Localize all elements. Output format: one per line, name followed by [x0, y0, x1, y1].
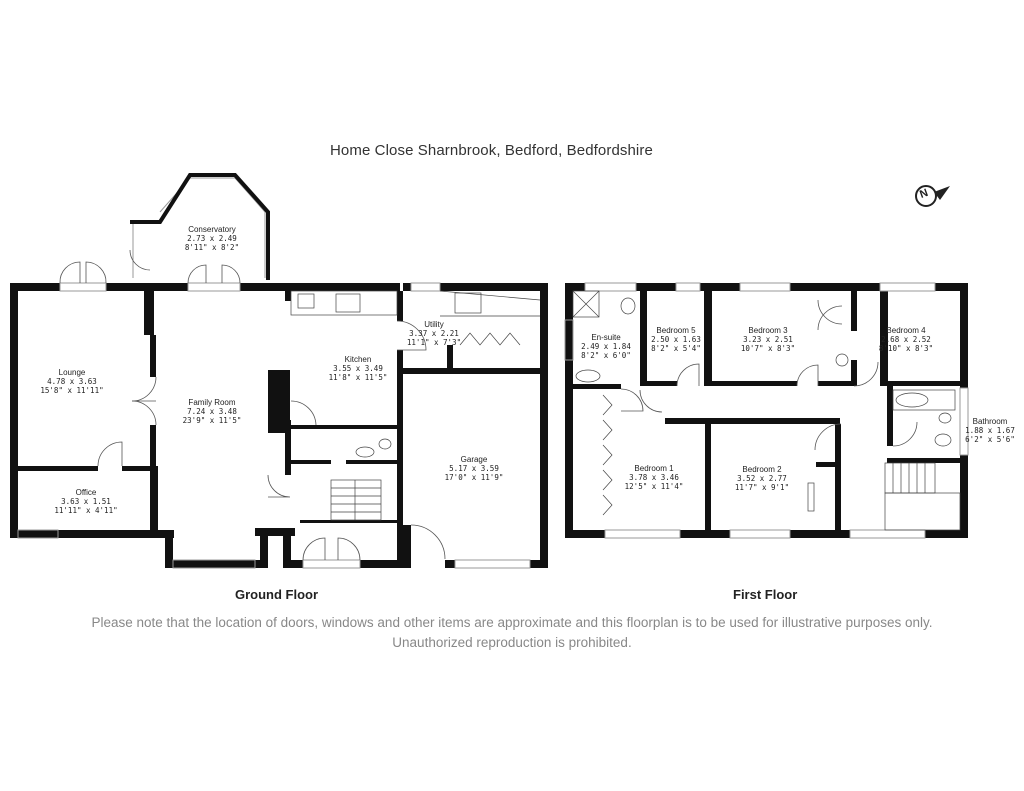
room-metric: 3.63 x 1.51	[61, 497, 111, 506]
room-family-room: Family Room 7.24 x 3.48 23'9" x 11'5"	[183, 398, 242, 425]
room-metric: 2.49 x 1.84	[581, 342, 631, 351]
room-name: Kitchen	[344, 355, 372, 364]
room-name: En-suite	[591, 333, 621, 342]
ground-floor-doors	[59, 249, 446, 561]
room-bathroom: Bathroom 1.88 x 1.67 6'2" x 5'6"	[965, 417, 1015, 444]
room-imperial: 8'11" x 8'2"	[184, 243, 240, 252]
room-name: Bedroom 3	[748, 326, 788, 335]
room-imperial: 15'8" x 11'11"	[40, 386, 104, 395]
room-conservatory: Conservatory 2.73 x 2.49 8'11" x 8'2"	[185, 225, 239, 252]
room-metric: 7.24 x 3.48	[187, 407, 237, 416]
first-floor-label: First Floor	[733, 587, 798, 602]
room-metric: 2.68 x 2.52	[881, 335, 931, 344]
room-imperial: 11'8" x 11'5"	[328, 373, 388, 382]
room-en-suite: En-suite 2.49 x 1.84 8'2" x 6'0"	[581, 333, 631, 360]
room-imperial: 11'11" x 4'11"	[54, 506, 118, 515]
room-metric: 2.73 x 2.49	[187, 234, 237, 243]
room-lounge: Lounge 4.78 x 3.63 15'8" x 11'11"	[40, 368, 103, 395]
room-name: Conservatory	[188, 225, 236, 234]
room-imperial: 11'1" x 7'3"	[406, 338, 462, 347]
room-imperial: 8'2" x 6'0"	[581, 351, 631, 360]
room-metric: 3.23 x 2.51	[743, 335, 793, 344]
room-name: Bedroom 2	[742, 465, 782, 474]
room-imperial: 12'5" x 11'4"	[624, 482, 684, 491]
room-metric: 3.55 x 3.49	[333, 364, 383, 373]
room-metric: 1.88 x 1.67	[965, 426, 1015, 435]
room-utility: Utility 3.37 x 2.21 11'1" x 7'3"	[407, 320, 461, 347]
room-name: Family Room	[188, 398, 236, 407]
room-imperial: 11'7" x 9'1"	[734, 483, 790, 492]
room-imperial: 8'10" x 8'3"	[878, 344, 934, 353]
room-imperial: 17'0" x 11'9"	[444, 473, 504, 482]
first-floor-doors	[620, 299, 918, 451]
room-office: Office 3.63 x 1.51 11'11" x 4'11"	[54, 488, 117, 515]
room-bedroom-3: Bedroom 3 3.23 x 2.51 10'7" x 8'3"	[741, 326, 795, 353]
north-arrow-icon: N	[914, 182, 950, 210]
room-name: Bedroom 5	[656, 326, 696, 335]
room-metric: 3.78 x 3.46	[629, 473, 679, 482]
room-bedroom-5: Bedroom 5 2.50 x 1.63 8'2" x 5'4"	[651, 326, 701, 353]
room-metric: 5.17 x 3.59	[449, 464, 499, 473]
room-imperial: 8'2" x 5'4"	[651, 344, 701, 353]
room-name: Utility	[424, 320, 444, 329]
room-name: Office	[75, 488, 97, 497]
first-floor-fixtures	[572, 290, 961, 531]
room-name: Bathroom	[972, 417, 1008, 426]
room-name: Bedroom 4	[886, 326, 926, 335]
first-floor-windows	[564, 282, 969, 539]
room-metric: 3.52 x 2.77	[737, 474, 787, 483]
ground-floor-label: Ground Floor	[235, 587, 319, 602]
room-metric: 3.37 x 2.21	[409, 329, 459, 338]
room-imperial: 23'9" x 11'5"	[182, 416, 242, 425]
conservatory-frame	[130, 173, 270, 280]
room-imperial: 6'2" x 5'6"	[965, 435, 1015, 444]
room-name: Lounge	[58, 368, 86, 377]
first-floor-walls	[565, 283, 968, 538]
ground-floor-walls	[10, 283, 548, 568]
room-metric: 4.78 x 3.63	[47, 377, 97, 386]
property-title: Home Close Sharnbrook, Bedford, Bedfords…	[330, 142, 653, 159]
room-metric: 2.50 x 1.63	[651, 335, 701, 344]
room-name: Bedroom 1	[634, 464, 674, 473]
room-imperial: 10'7" x 8'3"	[740, 344, 796, 353]
disclaimer-note: Please note that the location of doors, …	[91, 615, 933, 650]
room-bedroom-2: Bedroom 2 3.52 x 2.77 11'7" x 9'1"	[735, 465, 789, 492]
room-name: Garage	[460, 455, 488, 464]
ground-floor-fixtures	[290, 290, 541, 521]
room-bedroom-1: Bedroom 1 3.78 x 3.46 12'5" x 11'4"	[625, 464, 684, 491]
room-bedroom-4: Bedroom 4 2.68 x 2.52 8'10" x 8'3"	[879, 326, 933, 353]
room-kitchen: Kitchen 3.55 x 3.49 11'8" x 11'5"	[329, 355, 388, 382]
room-garage: Garage 5.17 x 3.59 17'0" x 11'9"	[445, 455, 504, 482]
